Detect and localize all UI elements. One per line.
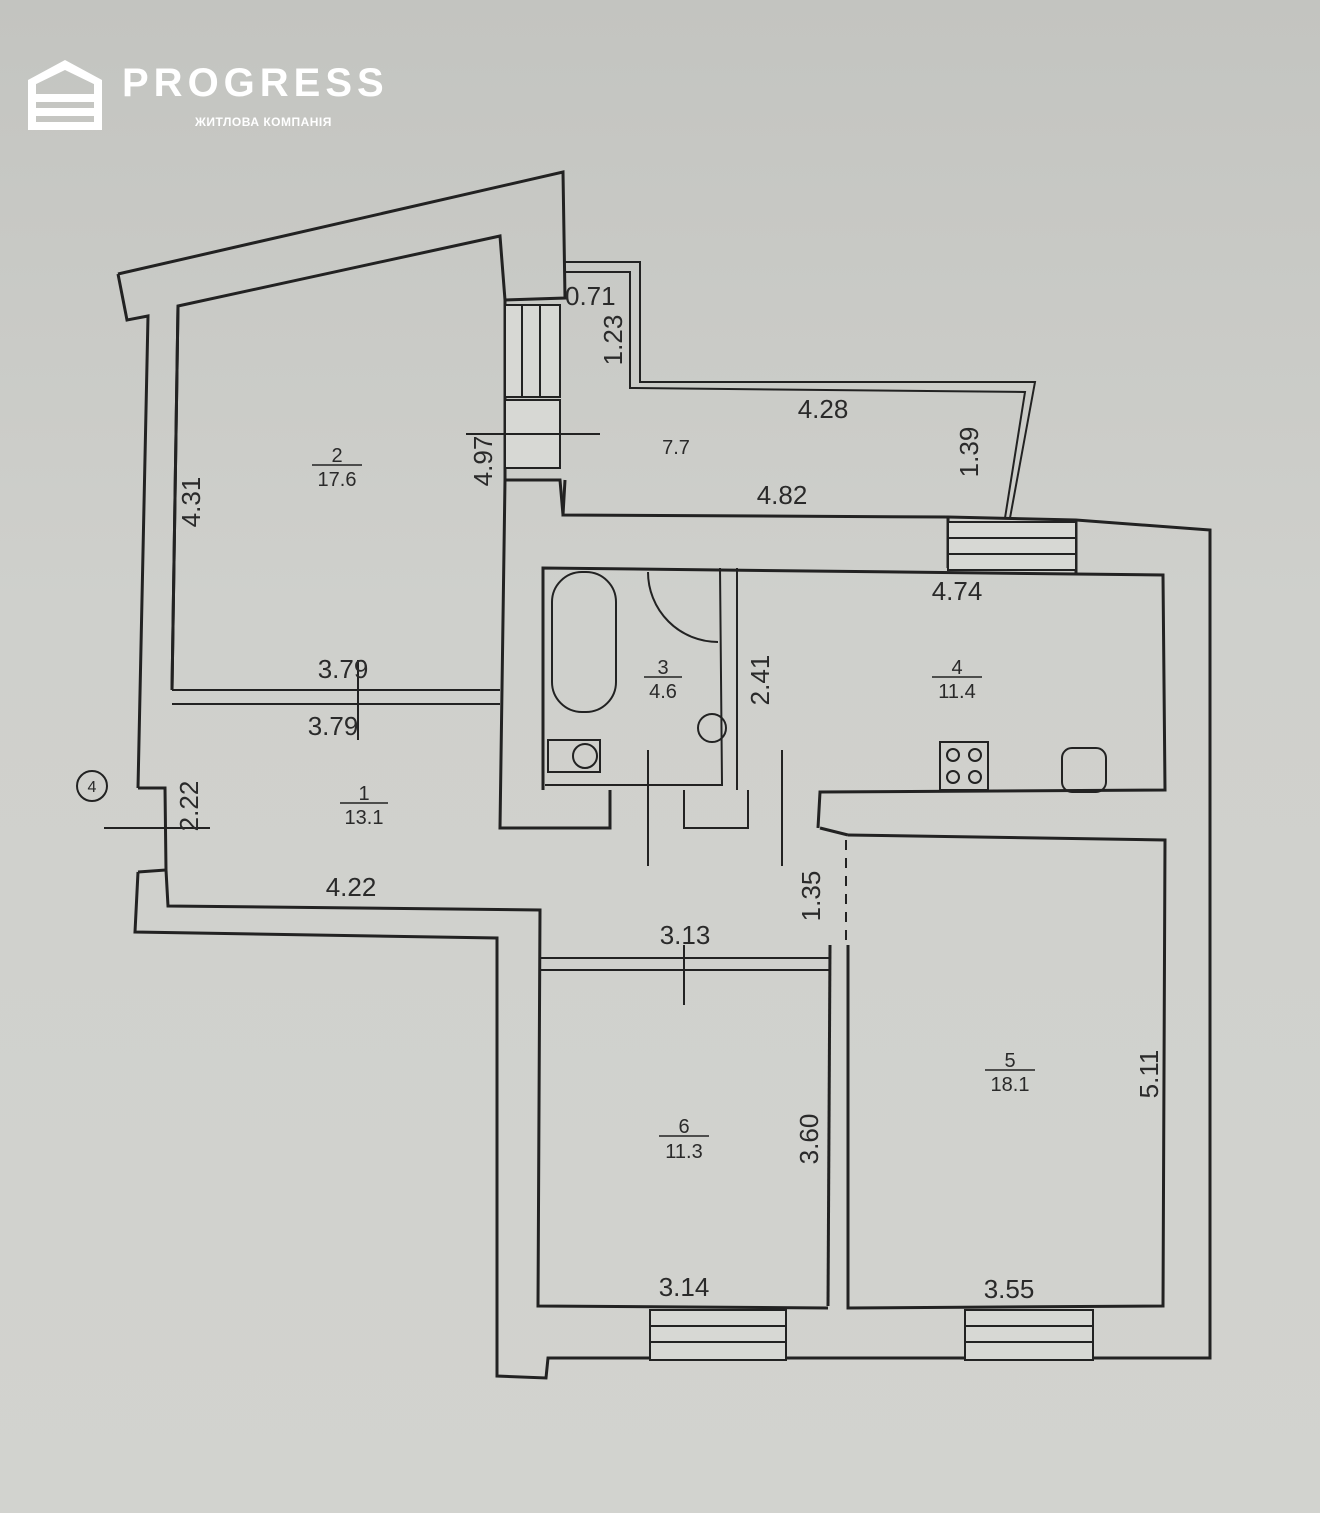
brand-name: PROGRESS: [122, 61, 389, 105]
dim-room1-width-bottom: 4.22: [326, 872, 377, 902]
svg-text:2: 2: [331, 445, 342, 467]
dim-balcony-depth: 1.39: [954, 427, 984, 478]
svg-text:6: 6: [678, 1116, 689, 1138]
room6-window: [649, 1309, 787, 1361]
dim-room2-width: 3.79: [318, 654, 369, 684]
room-labels: 2 17.6 1 13.1 3 4.6 4 11.4 5 18.1 6 11.3: [312, 437, 1035, 1163]
room-1-label: 1 13.1: [340, 783, 388, 829]
dimension-labels: 0.71 1.23 4.28 1.39 4.82 4.31 3.79 3.79 …: [174, 281, 1164, 1304]
door-swing-icon: [647, 571, 719, 643]
room-6-label: 6 11.3: [659, 1116, 709, 1163]
room-4-label: 4 11.4: [932, 657, 982, 703]
dim-room1-height: 2.22: [174, 781, 204, 832]
toilet-icon: [547, 739, 601, 773]
room-5-label: 5 18.1: [985, 1050, 1035, 1096]
dim-balcony-side: 1.23: [598, 315, 628, 366]
balcony-door: [504, 304, 561, 398]
svg-text:17.6: 17.6: [318, 469, 357, 491]
dim-balcony-width: 4.28: [798, 394, 849, 424]
svg-text:4.6: 4.6: [649, 681, 677, 703]
svg-text:4: 4: [951, 657, 962, 679]
dim-kitchen-width: 4.74: [932, 576, 983, 606]
svg-text:18.1: 18.1: [991, 1074, 1030, 1096]
brand-logo: PROGRESS ЖИТЛОВА КОМПАНІЯ: [28, 60, 389, 130]
dim-corridor-height: 4.97: [468, 436, 498, 487]
dim-balcony-top: 0.71: [565, 281, 616, 311]
bathtub-icon: [551, 571, 617, 713]
walls: [116, 170, 1212, 1380]
svg-text:5: 5: [1004, 1050, 1015, 1072]
kitchen-window: [947, 521, 1077, 571]
stove-icon: [939, 741, 989, 791]
axis-marker-label: 4: [88, 779, 97, 796]
dim-room5-height: 5.11: [1134, 1050, 1164, 1099]
balcony-area: 7.7: [662, 437, 690, 459]
svg-text:11.3: 11.3: [665, 1141, 702, 1163]
svg-text:1: 1: [358, 783, 369, 805]
dim-room6-height: 3.60: [794, 1114, 824, 1165]
dim-bath-height: 2.41: [745, 655, 775, 706]
dim-room5-width-bottom: 3.55: [984, 1274, 1035, 1304]
stacked-bars-logo-icon: [28, 60, 102, 130]
dim-hall-height: 1.35: [796, 871, 826, 922]
room5-window: [964, 1309, 1094, 1361]
dim-room6-width-bottom: 3.14: [659, 1272, 710, 1302]
svg-text:11.4: 11.4: [938, 681, 975, 703]
dim-balcony-bottom: 4.82: [757, 480, 808, 510]
dim-room2-height: 4.31: [176, 477, 206, 528]
dim-room1-width-top: 3.79: [308, 711, 359, 741]
svg-text:13.1: 13.1: [345, 807, 384, 829]
svg-text:3: 3: [657, 657, 668, 679]
room-3-label: 3 4.6: [644, 657, 682, 703]
brand-tagline: ЖИТЛОВА КОМПАНІЯ: [194, 115, 332, 129]
dim-room6-width-top: 3.13: [660, 920, 711, 950]
room-2-label: 2 17.6: [312, 445, 362, 491]
fixtures: [547, 571, 1107, 793]
balcony: [504, 261, 1037, 519]
axis-marker: 4: [76, 770, 108, 802]
sink-icon: [697, 713, 727, 743]
dimension-lines: [104, 433, 783, 1005]
kitchen-sink-icon: [1061, 747, 1107, 793]
